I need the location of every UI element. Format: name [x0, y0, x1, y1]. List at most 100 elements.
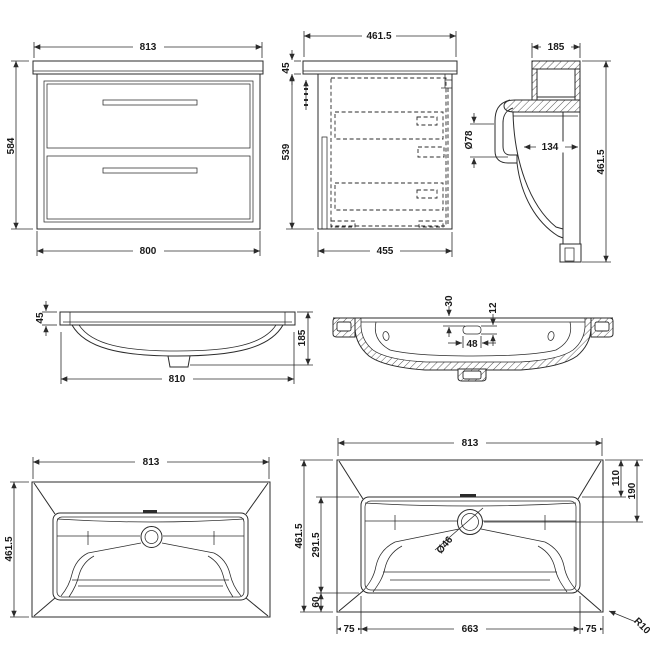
- dim-width: 810: [169, 374, 186, 385]
- fixing-slot: [594, 321, 610, 332]
- dim-label-bg: [133, 41, 164, 53]
- drawer-runner-hidden: [334, 111, 444, 140]
- rim-section: [503, 99, 581, 113]
- basin-plan2-dimensions: 813 110 190 461.5 291.5 60 Ø46 75 66: [294, 437, 650, 637]
- dim-label-bg: [454, 623, 486, 635]
- dim-rim-thickness: 45: [35, 312, 46, 324]
- dim-front-margin: 60: [311, 596, 322, 608]
- wall-section: [574, 68, 581, 101]
- view-basin-section-plan: 30 12 48: [332, 295, 614, 382]
- dim-depth: 461.5: [4, 536, 15, 561]
- tap-deck-mark: [460, 494, 476, 497]
- bowl-inner: [78, 324, 277, 352]
- fixing-slot: [336, 321, 352, 332]
- dim-depth-top: 461.5: [366, 31, 391, 42]
- dim-depth-top: 185: [548, 42, 565, 53]
- dim-slot-height: 12: [488, 302, 499, 314]
- dim-body-height: 539: [281, 143, 292, 160]
- view-basin-profile: 185 Ø78 134 461.5: [464, 41, 611, 263]
- dim-bowl-depth: 291.5: [311, 532, 322, 557]
- basin-outer: [336, 459, 604, 613]
- basin-rim-inner: [364, 500, 577, 591]
- dim-depth: 461.5: [294, 523, 305, 548]
- basin-plan-dimensions: 813 461.5: [4, 456, 270, 618]
- dim-height: 185: [297, 329, 308, 346]
- overflow-hole: [547, 331, 555, 341]
- dim-height: 584: [6, 137, 17, 154]
- bowl-outer: [71, 324, 284, 357]
- dim-rim-inset: 110: [611, 469, 622, 486]
- bowl-inner-edge: [360, 318, 586, 363]
- dim-corner-radius: R10: [631, 616, 650, 637]
- basin-rim-inner: [56, 516, 245, 598]
- dim-label-bg: [135, 456, 167, 468]
- drawer-runner-hidden: [334, 182, 444, 211]
- vanity-side-outline: [302, 60, 458, 230]
- dim-depth-bottom: 455: [377, 246, 394, 257]
- basin-front-outline: [59, 311, 296, 368]
- drain-boss: [167, 355, 191, 368]
- tap-hole-outer: [140, 526, 163, 548]
- drawer-box-hidden: [330, 77, 447, 227]
- foot-hidden: [418, 220, 444, 228]
- cabinet-side: [317, 73, 453, 230]
- tap-hole-inner: [144, 530, 159, 544]
- countertop: [32, 60, 264, 75]
- tap-hole-leader: [434, 507, 484, 551]
- foot-hidden: [330, 220, 356, 228]
- dim-label-bg: [162, 373, 193, 385]
- dim-label-bg: [341, 624, 358, 634]
- dim-inner-depth: 134: [542, 142, 559, 153]
- basin-rim-outer: [360, 496, 581, 594]
- cabinet-body: [36, 73, 261, 230]
- vanity-front-outline: [32, 60, 264, 230]
- dim-width-top: 813: [140, 42, 157, 53]
- tap-slot: [462, 325, 482, 335]
- basin-profile-outline: [494, 60, 582, 263]
- drawer-handle: [102, 167, 198, 174]
- basin-rim: [59, 311, 296, 326]
- basin-plan-outline: [31, 481, 271, 618]
- dim-width: 813: [143, 457, 160, 468]
- basin-profile-dimensions: 185 Ø78 134 461.5: [464, 41, 611, 263]
- basin-front-dimensions: 45 185 810: [35, 301, 313, 385]
- countertop-side: [302, 60, 458, 75]
- dim-slot-width: 48: [466, 339, 478, 350]
- rail-hidden: [417, 146, 445, 158]
- drawer-handle: [102, 99, 198, 106]
- basin-section-outline: [332, 317, 614, 382]
- tap-deck-mark: [143, 510, 157, 513]
- dim-tap-centre: 190: [627, 482, 638, 499]
- dim-slot-offset: 30: [444, 295, 455, 307]
- view-basin-plan: 813 461.5: [4, 456, 271, 618]
- drawer-bracket-hidden: [416, 116, 438, 126]
- basin-section-dimensions: 30 12 48: [443, 295, 499, 350]
- dim-bowl-width: 663: [462, 624, 479, 635]
- overflow-channel: [494, 99, 518, 164]
- bowl-inner-wall: [512, 111, 564, 230]
- dim-height: 461.5: [596, 149, 607, 174]
- mounting-foot: [559, 243, 582, 263]
- top-cap-section: [531, 60, 581, 70]
- tap-hole-inner: [461, 513, 479, 531]
- vanity-front-dimensions: 813 584 800: [6, 41, 263, 257]
- view-vanity-side: 461.5 45 539 455: [281, 30, 458, 257]
- dim-counter-thickness: 45: [281, 62, 292, 74]
- wall-section: [531, 68, 538, 101]
- dim-label-bg: [583, 624, 600, 634]
- view-basin-front: 45 185 810: [35, 301, 313, 385]
- bowl-floor-edge: [374, 321, 572, 357]
- drawer-bracket-hidden: [416, 189, 438, 199]
- tap-hole-outer: [457, 509, 483, 535]
- dim-tap-hole-diameter: Ø46: [435, 534, 456, 556]
- view-vanity-front: 813 584 800: [6, 41, 264, 257]
- view-basin-plan-dimensioned: 813 110 190 461.5 291.5 60 Ø46 75 66: [294, 437, 650, 637]
- dim-label-bg: [536, 141, 565, 153]
- cabinet-frame: [43, 80, 254, 223]
- dim-margin-left: 75: [343, 624, 355, 635]
- dim-width-bottom: 800: [140, 246, 157, 257]
- dim-label-bg: [362, 30, 396, 42]
- basin-outer: [31, 481, 271, 618]
